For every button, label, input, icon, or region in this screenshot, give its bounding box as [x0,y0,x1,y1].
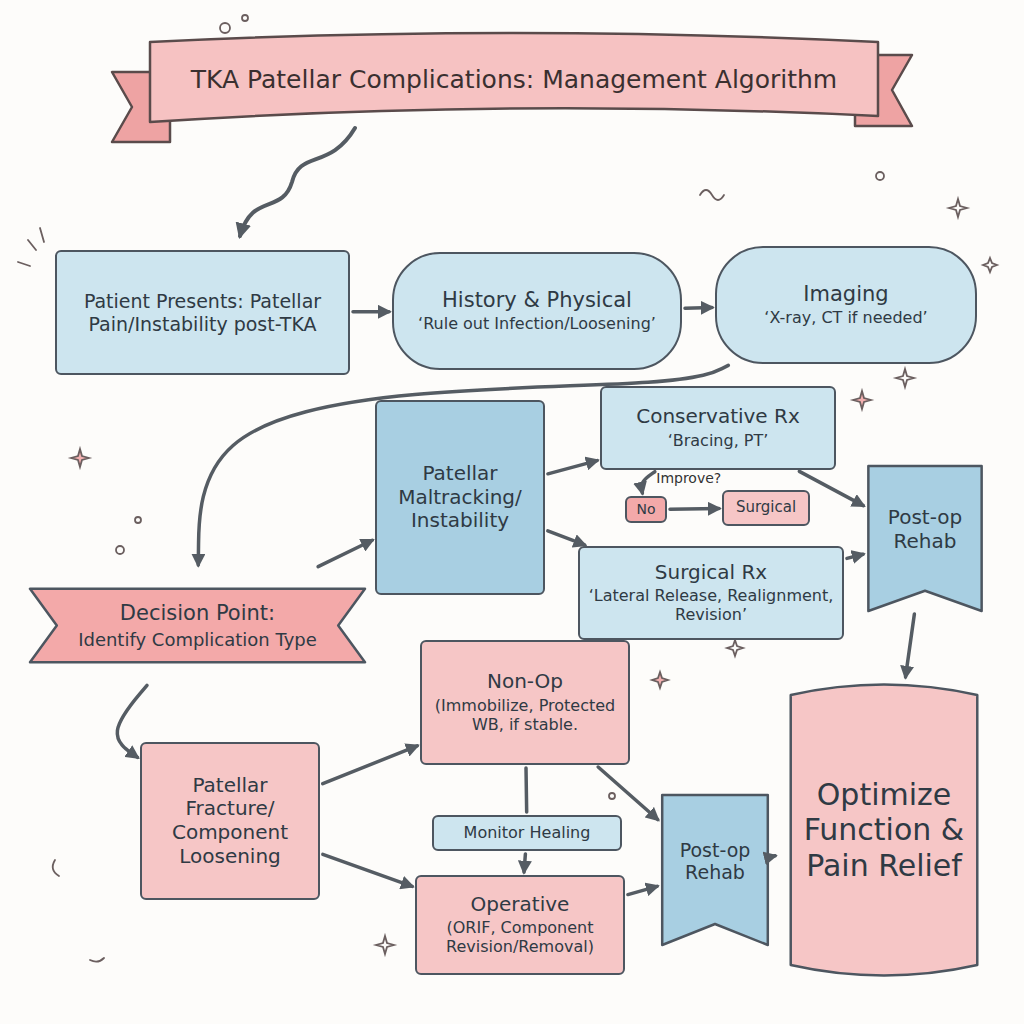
node-heading: Surgical [736,499,796,517]
treatment-box: Conservative Rx ‘Bracing, PT’ [600,386,836,470]
sparkle-star [853,391,871,409]
sparkle-star [983,258,997,272]
node-body: Identify Complication Type [78,629,317,650]
node-heading: Imaging [803,282,888,307]
connector-arrow [773,854,775,858]
doodle-circle [135,517,141,523]
category-box: Patellar Maltracking/ Instability [375,400,545,595]
doodle-lines [53,860,104,962]
sparkle-star [71,449,89,467]
doodle-squiggle [700,190,724,200]
treatment-box: Surgical Rx‘Lateral Release, Realignment… [578,546,844,640]
sparkle-star [896,369,914,387]
treatment-box: Operative(ORIF, Component Revision/Remov… [415,875,625,975]
connector-arrow [628,886,657,894]
node-heading: Optimize Function & Pain Relief [792,777,976,883]
node-outline [868,466,981,611]
node-heading: Post-op Rehab [872,506,978,553]
connector-arrow [524,854,525,872]
node-body: ‘X-ray, CT if needed’ [764,309,927,328]
connector-arrow [353,310,389,314]
doodle-circle [116,546,124,554]
doodle-lines [18,228,44,266]
title-ribbon [150,33,878,122]
connector-arrow [524,768,528,812]
connector-arrow [670,507,719,511]
node-heading: Surgical Rx [655,561,767,585]
connector-arrow [548,531,585,545]
connector-arrow [642,472,655,493]
node-heading: Patellar Fracture/ Component Loosening [148,774,312,868]
doodle-circle [876,172,884,180]
goal-scroll: Optimize Function & Pain Relief [778,680,990,980]
node-heading: No [636,501,655,518]
decision-banner: Decision Point: Identify Complication Typ… [30,568,365,683]
node-body: ‘Bracing, PT’ [668,432,769,451]
connector-arrow [906,614,915,677]
note-box: Monitor Healing [432,815,622,851]
node-body: (ORIF, Component Revision/Removal) [425,919,615,957]
connector-arrow [548,461,597,474]
answer-box: No [625,496,667,523]
rehab-banner: Post-op Rehab [866,466,984,611]
node-outline [662,795,768,945]
start-box: Patient Presents: Patellar Pain/Instabil… [55,250,350,375]
doodle-circle [220,23,230,33]
connector-arrow [847,554,863,558]
wavy-arrow [240,128,355,236]
connector-arrow [323,854,412,886]
sparkle-star [652,672,668,688]
node-body: ‘Lateral Release, Realignment, Revision’ [588,587,834,625]
sparkle-star [376,936,394,954]
node-heading: Decision Point: [120,601,275,626]
node-body: (Immobilize, Protected WB, if stable. [430,697,620,735]
process-box: Imaging ‘X-ray, CT if needed’ [715,246,977,364]
connector-arrow [598,767,658,820]
category-box: Patellar Fracture/ Component Loosening [140,742,320,900]
treatment-box: Non-Op (Immobilize, Protected WB, if stab… [420,640,630,765]
rehab-banner: Post-op Rehab [660,795,770,945]
outcome-box: Surgical [722,490,810,526]
process-box: History & Physical ‘Rule out Infection/Lo… [392,252,682,370]
node-outline [791,685,978,976]
node-heading: Operative [471,893,570,917]
node-heading: Monitor Healing [464,824,591,843]
edge-label: Improve? [656,470,721,486]
connector-arrow [685,306,712,310]
doodle-circle [242,15,248,21]
sparkle-star [949,199,967,217]
node-shape [30,568,365,683]
node-heading: Patellar Maltracking/ Instability [383,462,537,533]
node-heading: Post-op Rehab [666,839,764,884]
connector-arrow [318,540,372,566]
doodle-circle [609,793,615,799]
node-heading: History & Physical [442,288,632,313]
node-body: ‘Rule out Infection/Loosening’ [418,315,656,334]
node-outline [30,589,365,663]
node-heading: Non-Op [487,670,563,694]
node-heading: Conservative Rx [636,405,800,429]
sparkles [18,15,997,962]
sparkle-star [727,640,743,656]
node-heading: Patient Presents: Patellar Pain/Instabil… [63,290,342,335]
connector-arrow [323,746,417,784]
diagram-title: TKA Patellar Complications: Management A… [150,46,878,112]
